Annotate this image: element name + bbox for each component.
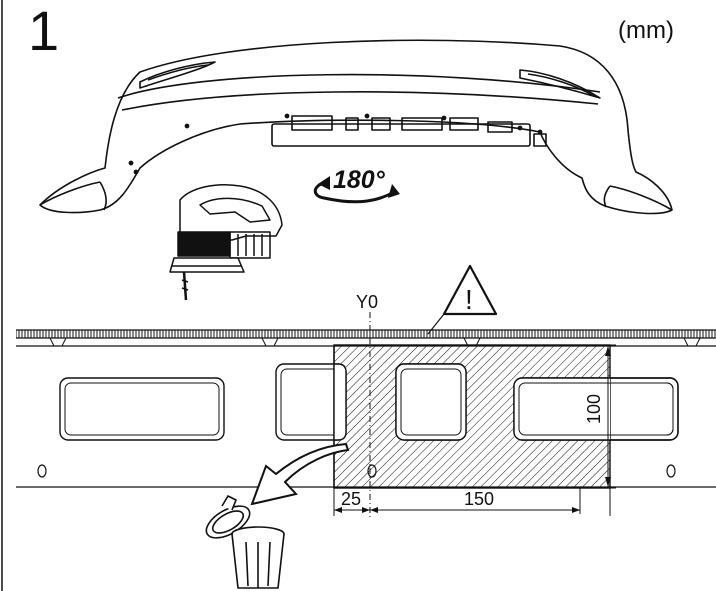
mounting-hole — [37, 464, 47, 478]
dimension-lines — [333, 344, 616, 516]
serrated-edge — [16, 330, 716, 338]
dimension-offset: 25 — [341, 489, 361, 509]
dimension-height: 100 — [584, 394, 604, 424]
trash-bin-icon — [205, 495, 285, 589]
discard-arrow-icon — [250, 442, 350, 506]
rotation-label: 180° — [333, 166, 386, 194]
warning-symbol: ! — [465, 284, 473, 315]
rotate-180-icon: 180° — [313, 166, 400, 204]
step-number: 1 — [28, 0, 59, 62]
warning-triangle-icon: ! — [427, 264, 498, 335]
slot-left — [59, 377, 225, 441]
mounting-hole — [666, 464, 676, 478]
dimension-width: 150 — [464, 489, 494, 509]
jigsaw-icon — [169, 184, 283, 301]
bumper-illustration — [39, 39, 673, 215]
unit-label: (mm) — [618, 17, 674, 44]
y0-label: Y0 — [356, 292, 378, 312]
